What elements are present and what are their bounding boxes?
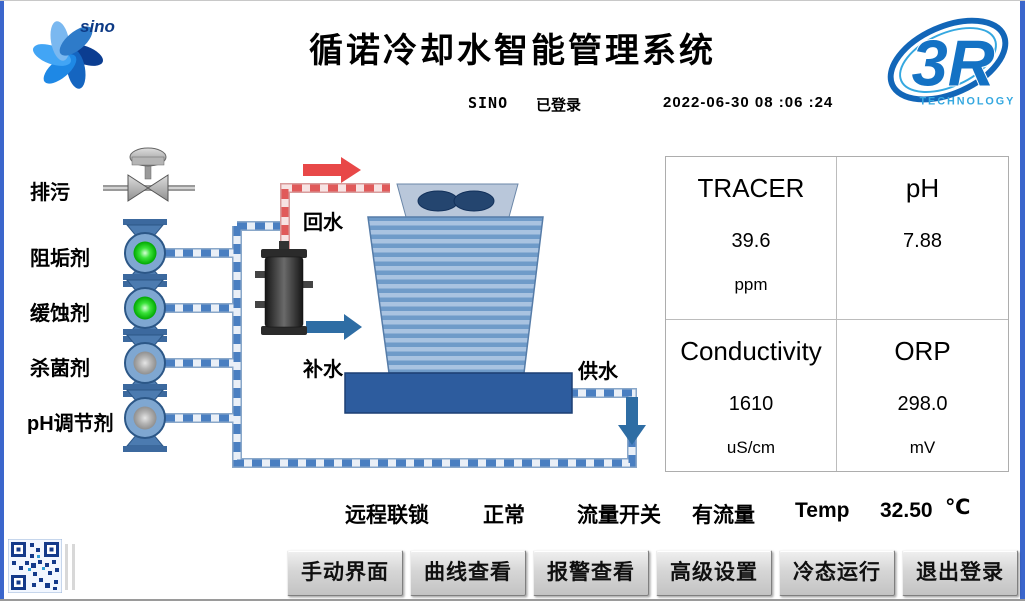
page-title: 循诺冷却水智能管理系统: [309, 32, 716, 70]
reading-value: 298.0: [897, 393, 948, 415]
temp-unit: ℃: [945, 496, 971, 519]
reading-ph: pH 7.88: [836, 157, 1008, 319]
label-supply-water: 供水: [578, 361, 618, 383]
alarm-view-button[interactable]: 报警查看: [533, 550, 649, 596]
logged-in-user: SINO: [468, 94, 509, 112]
reading-name: Conductivity: [680, 336, 822, 366]
blue-pipes: [165, 221, 637, 468]
label-ph-adjuster: pH调节剂: [27, 413, 114, 435]
supply-flow-arrow: [618, 397, 646, 445]
reading-value: 39.6: [731, 230, 771, 252]
label-return-water: 回水: [303, 212, 343, 234]
reading-conductivity: Conductivity 1610 uS/cm: [666, 319, 836, 471]
reading-unit: uS/cm: [726, 438, 776, 457]
blowdown-valve[interactable]: [127, 147, 169, 202]
pump-state-indicator: [133, 351, 157, 375]
datetime: 2022-06-30 08 :06 :24: [663, 94, 834, 111]
interlock-label: 远程联锁: [345, 504, 429, 527]
return-water-pipe: [280, 183, 390, 253]
right-edge-accent: [1020, 1, 1025, 599]
readings-panel: TRACER 39.6 ppm pH 7.88 Conductivity 161…: [665, 156, 1009, 472]
return-flow-arrow: [303, 157, 361, 183]
cold-run-button[interactable]: 冷态运行: [779, 550, 895, 596]
cooling-tower: [344, 183, 573, 414]
3r-swoosh: [887, 17, 1009, 103]
qr-caption-mark: [72, 544, 75, 590]
pump-state-indicator: [133, 241, 157, 265]
pump-state-indicator: [133, 406, 157, 430]
qr-caption-mark: [65, 544, 68, 590]
pump-ph-adjuster[interactable]: [123, 384, 167, 452]
flow-switch-label: 流量开关: [577, 504, 661, 527]
makeup-flow-arrow: [306, 314, 362, 340]
interlock-value: 正常: [483, 504, 525, 527]
process-diagram: [103, 147, 646, 468]
3r-technology-logo: 3R TECHNOLOGY: [887, 17, 1015, 107]
heat-exchanger[interactable]: [255, 241, 313, 335]
advanced-settings-button[interactable]: 高级设置: [656, 550, 772, 596]
label-scale-inhibitor: 阻垢剂: [30, 248, 90, 270]
reading-name: TRACER: [697, 173, 805, 203]
temp-value: 32.50: [880, 499, 933, 522]
reading-unit: mV: [909, 438, 936, 457]
reading-name: pH: [905, 173, 940, 203]
label-makeup-water: 补水: [303, 359, 343, 381]
pump-state-indicator: [133, 296, 157, 320]
flow-switch-value: 有流量: [692, 504, 755, 527]
reading-unit: ppm: [734, 275, 768, 294]
temp-label: Temp: [795, 499, 850, 522]
3r-logo-text: 3R: [912, 27, 995, 100]
tower-fan-blade: [417, 190, 459, 212]
logout-button[interactable]: 退出登录: [902, 550, 1018, 596]
qr-code: [8, 539, 62, 593]
label-corrosion-inhibitor: 缓蚀剂: [30, 303, 90, 325]
curve-view-button[interactable]: 曲线查看: [410, 550, 526, 596]
reading-orp: ORP 298.0 mV: [836, 319, 1008, 471]
sino-logo: sino: [32, 17, 115, 89]
reading-name: ORP: [894, 336, 951, 366]
3r-logo-subtext: TECHNOLOGY: [919, 95, 1015, 107]
login-status: 已登录: [536, 97, 582, 114]
sino-logo-text: sino: [80, 17, 115, 36]
reading-value: 7.88: [903, 230, 942, 252]
label-biocide: 杀菌剂: [30, 358, 90, 380]
label-blowdown: 排污: [30, 182, 70, 204]
manual-screen-button[interactable]: 手动界面: [287, 550, 403, 596]
tower-fan-blade: [453, 190, 495, 212]
reading-tracer: TRACER 39.6 ppm: [666, 157, 836, 319]
tower-body: [367, 216, 544, 374]
tower-basin: [344, 372, 573, 414]
left-edge-accent: [0, 1, 4, 599]
reading-value: 1610: [728, 393, 774, 415]
